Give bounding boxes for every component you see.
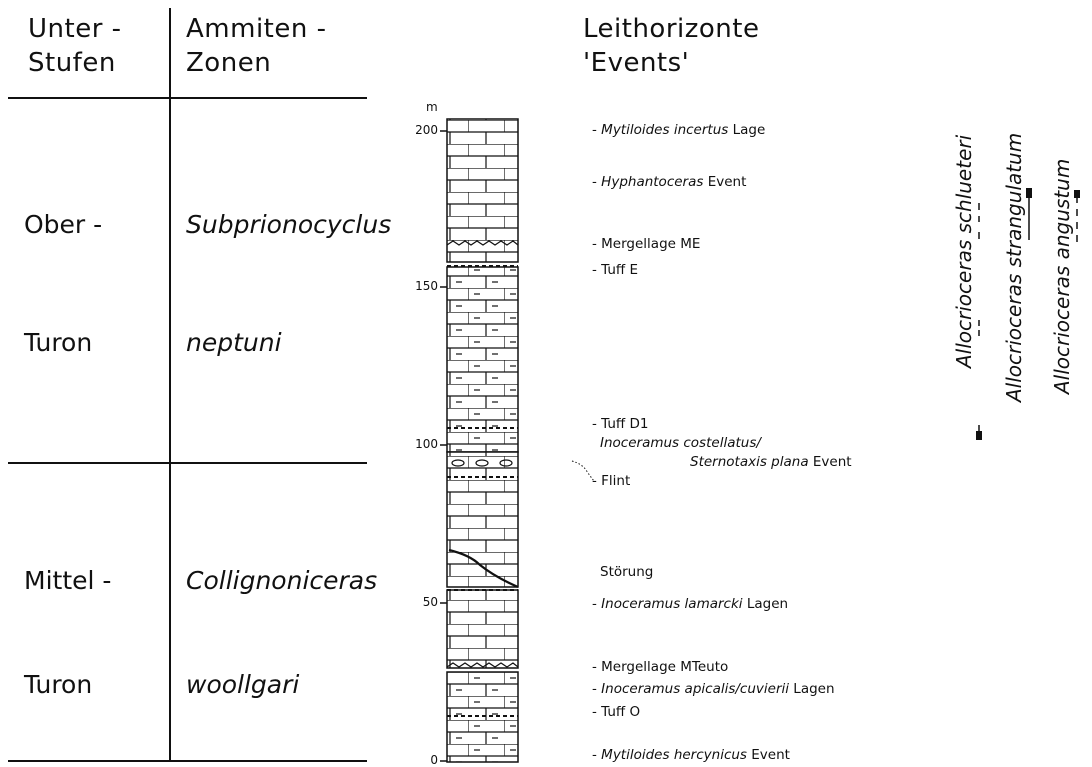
lithologic-column <box>446 118 595 763</box>
header-leithorizonte-line2: 'Events' <box>583 48 690 78</box>
zone-collignoniceras: Collignoniceras <box>186 566 378 595</box>
event-label: - Tuff O <box>592 704 641 720</box>
axis-tick-label: 0 <box>430 753 438 767</box>
header-zonen-line1: Ammiten - <box>186 14 327 44</box>
header-zonen: Ammiten - Zonen <box>186 12 326 80</box>
taxon-label-strangulatum: Allocrioceras strangulatum <box>1002 132 1026 402</box>
zone-subprionocyclus: Subprionocyclus <box>186 210 392 239</box>
event-label: - Flint <box>592 473 631 489</box>
event-label: - Inoceramus lamarcki Lagen <box>592 596 789 612</box>
event-label: - Mytiloides hercynicus Event <box>592 747 790 763</box>
axis-tick-label: 50 <box>422 595 438 609</box>
taxon-ranges <box>976 188 1080 440</box>
header-leithorizonte-line1: Leithorizonte <box>583 14 760 44</box>
taxon-label-schlueteri: Allocrioceras schlueteri <box>952 134 976 368</box>
header-leithorizonte: Leithorizonte 'Events' <box>583 12 759 80</box>
zone-woollgari: woollgari <box>186 670 300 699</box>
event-label: - Mergellage ME <box>592 236 701 252</box>
taxon-label-angustum: Allocrioceras angustum <box>1050 158 1074 394</box>
header-unterstufen: Unter - Stufen <box>28 12 122 80</box>
header-unterstufen-line2: Stufen <box>28 48 116 78</box>
stage-ober-turon: Turon <box>24 328 93 357</box>
axis-tick-label: 100 <box>415 437 438 451</box>
event-label: - Mytiloides incertus Lage <box>592 122 766 138</box>
event-label: - Inoceramus apicalis/cuvierii Lagen <box>592 681 835 697</box>
event-label: - Tuff E <box>592 262 639 278</box>
stage-mittel: Mittel - <box>24 566 112 595</box>
axis-ticks <box>440 130 447 762</box>
header-zonen-line2: Zonen <box>186 48 272 78</box>
stage-mittel-turon: Turon <box>24 670 93 699</box>
stage-ober: Ober - <box>24 210 103 239</box>
event-label: Inoceramus costellatus/ <box>600 435 761 451</box>
axis-tick-label: 150 <box>415 279 438 293</box>
event-label: - Hyphantoceras Event <box>592 174 747 190</box>
event-label: Störung <box>600 564 654 580</box>
zone-neptuni: neptuni <box>186 328 282 357</box>
axis-tick-label: 200 <box>415 123 438 137</box>
event-label: - Mergellage MTeuto <box>592 659 729 675</box>
event-label: Sternotaxis plana Event <box>690 454 852 470</box>
header-unterstufen-line1: Unter - <box>28 14 122 44</box>
axis-unit: m <box>426 100 438 114</box>
event-label: - Tuff D1 <box>592 416 649 432</box>
